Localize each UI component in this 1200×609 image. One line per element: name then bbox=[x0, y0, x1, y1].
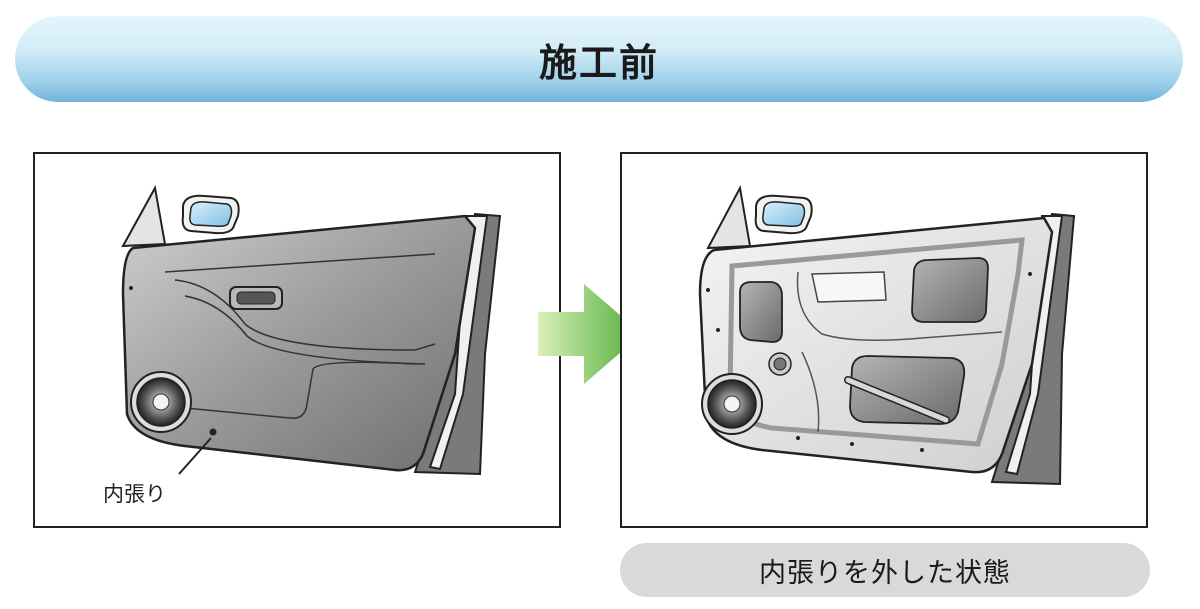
panel-door-trim-removed bbox=[620, 152, 1148, 528]
header-banner: 施工前 bbox=[15, 16, 1183, 102]
header-title: 施工前 bbox=[538, 40, 659, 85]
service-hole bbox=[849, 355, 966, 425]
arrow-right-icon bbox=[538, 284, 642, 384]
caption-pill: 内張りを外した状態 bbox=[620, 543, 1150, 597]
service-hole bbox=[739, 281, 783, 343]
callout-label-trim: 内張り bbox=[103, 482, 166, 506]
caption-trim-removed: 内張りを外した状態 bbox=[759, 557, 1011, 589]
service-hole bbox=[911, 257, 989, 323]
panel-door-with-trim: 内張り bbox=[33, 152, 561, 528]
door-with-trim-illustration bbox=[121, 185, 502, 476]
door-trim-removed-illustration bbox=[698, 184, 1076, 486]
